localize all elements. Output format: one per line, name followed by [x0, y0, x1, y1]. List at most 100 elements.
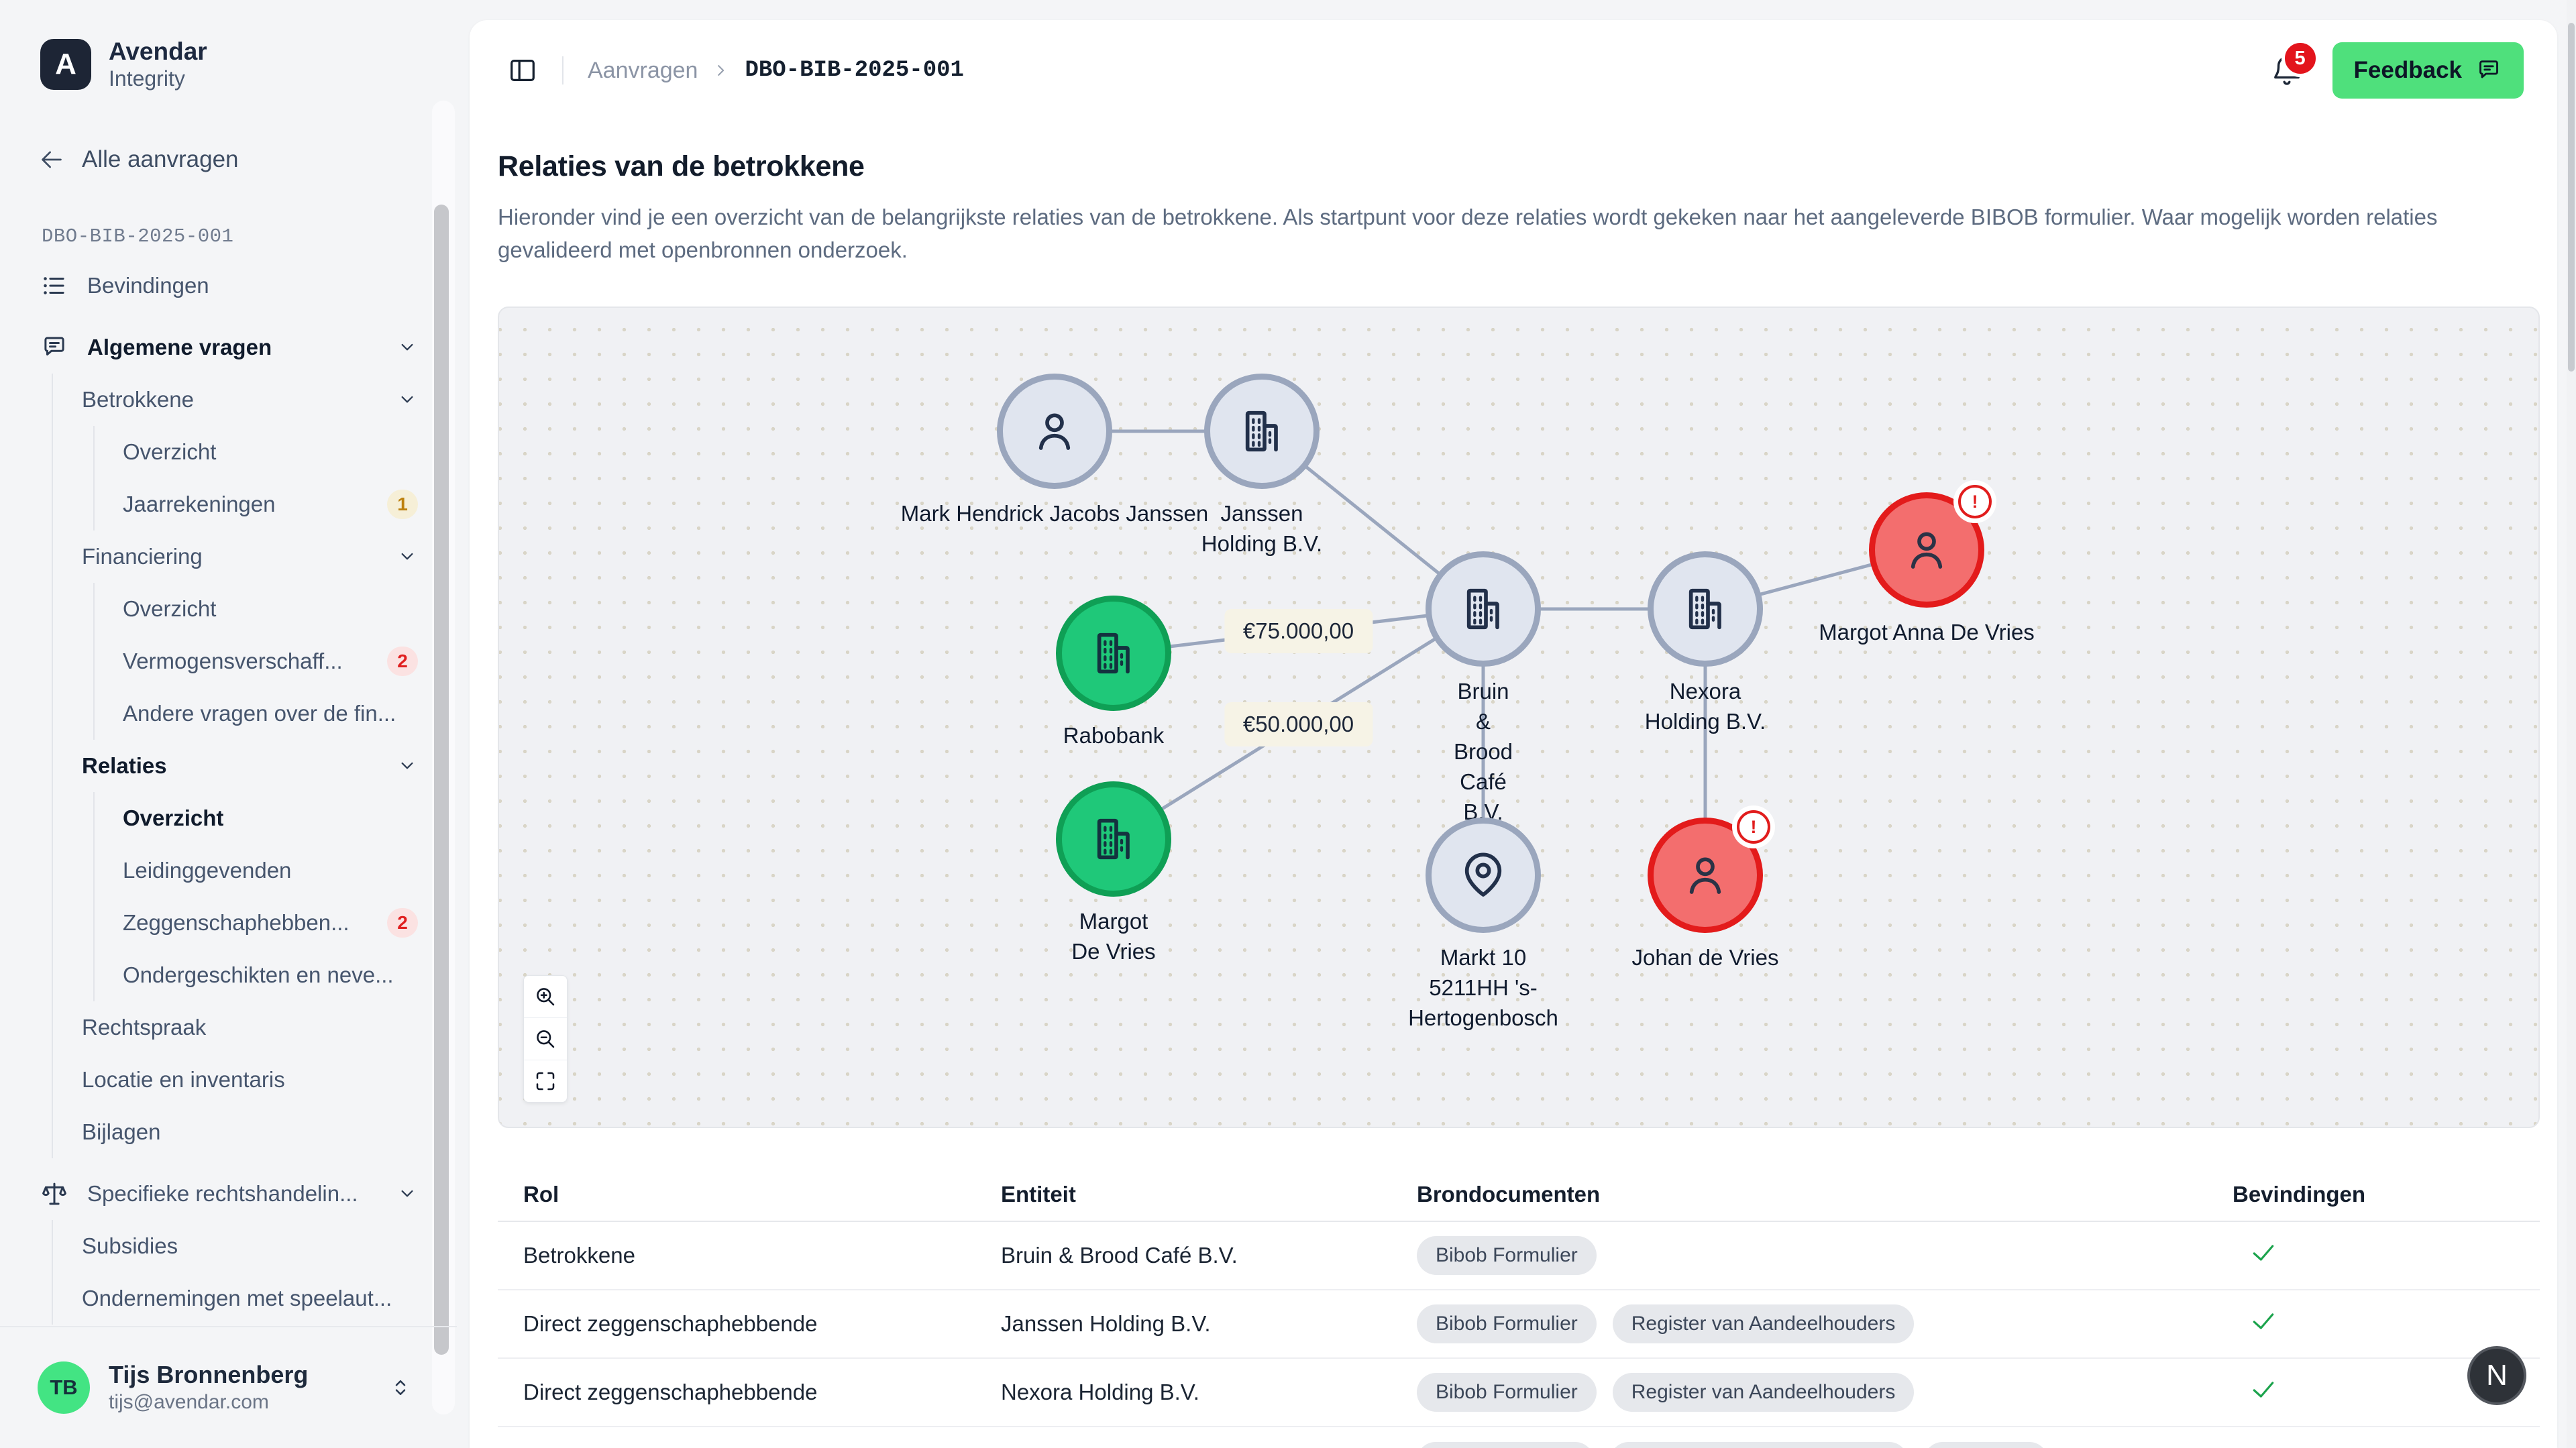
sidebar-item-label: Algemene vragen: [87, 335, 272, 359]
message-icon: [40, 333, 68, 361]
cell-bevindingen: [2233, 1238, 2540, 1273]
sidebar-item-label: Leidinggevenden: [123, 858, 292, 883]
graph-node-nexora[interactable]: [1648, 551, 1763, 667]
sidebar-item-rechtspraak[interactable]: Rechtspraak: [0, 1001, 457, 1054]
sidebar-item-label: Vermogensverschaff...: [123, 649, 343, 673]
chevrons-up-down-icon: [388, 1376, 413, 1400]
exclamation-icon: !: [1737, 810, 1770, 844]
sidebar-item-label: Rechtspraak: [82, 1015, 207, 1040]
sidebar-scrollbar-track: [432, 101, 455, 1414]
breadcrumb-link-aanvragen[interactable]: Aanvragen: [588, 57, 698, 83]
sidebar-item-label: Andere vragen over de fin...: [123, 701, 396, 726]
sidebar-item-overzicht[interactable]: Overzicht: [0, 426, 457, 478]
sidebar-item-financiering[interactable]: Financiering: [0, 531, 457, 583]
notification-count-badge: 5: [2281, 40, 2319, 77]
check-icon: [2249, 1306, 2278, 1336]
warning-badge: !: [1732, 805, 1775, 848]
exclamation-icon: !: [1958, 485, 1992, 518]
cell-brondocumenten: Bibob Formulier: [1417, 1236, 2233, 1275]
feedback-label: Feedback: [2353, 57, 2462, 83]
sidebar-item-label: Ondernemingen met speelaut...: [82, 1286, 392, 1311]
brand-product: Integrity: [109, 66, 185, 91]
company-icon: [1087, 812, 1140, 866]
sidebar-item-label: Financiering: [82, 544, 203, 569]
user-menu[interactable]: TB Tijs Bronnenberg tijs@avendar.com: [0, 1326, 457, 1448]
graph-node-janssen[interactable]: [1204, 374, 1320, 489]
graph-node-label: Bruin & Brood Café B.V.: [1453, 679, 1513, 824]
chevdown-icon: [396, 1183, 418, 1205]
sidebar-item-ondernemingen-met-speelaut[interactable]: Ondernemingen met speelaut...: [0, 1272, 457, 1325]
sidebar-item-label: Ondergeschikten en neve...: [123, 962, 394, 987]
person-icon: [1028, 404, 1081, 458]
breadcrumb: Aanvragen DBO-BIB-2025-001: [588, 58, 964, 84]
graph-node-rabobank[interactable]: [1056, 596, 1171, 711]
notifications-button[interactable]: 5: [2271, 40, 2319, 87]
page-scrollbar-thumb[interactable]: [2568, 23, 2575, 372]
location-icon: [1456, 848, 1510, 902]
document-pill: [1924, 1442, 2048, 1448]
arrow-left-icon: [39, 147, 64, 172]
graph-node-bruin[interactable]: [1426, 551, 1541, 667]
sidebar-item-specifieke-rechtshandelin[interactable]: Specifieke rechtshandelin...: [0, 1168, 457, 1220]
list-icon: [40, 272, 68, 300]
sidebar-item-label: Bijlagen: [82, 1119, 161, 1144]
company-icon: [1235, 404, 1289, 458]
chevdown-icon: [396, 337, 418, 358]
graph-node-mark[interactable]: [997, 374, 1112, 489]
sidebar-toggle-icon[interactable]: [507, 55, 538, 86]
sidebar-item-zeggenschaphebben[interactable]: Zeggenschaphebben...2: [0, 897, 457, 949]
sidebar-item-vermogensverschaff[interactable]: Vermogensverschaff... 2: [0, 635, 457, 687]
page-title: Relaties van de betrokkene: [498, 150, 865, 182]
page-description: Hieronder vind je een overzicht van de b…: [498, 205, 2438, 262]
sidebar-item-label: Relaties: [82, 753, 167, 778]
graph-node-markt[interactable]: [1426, 818, 1541, 933]
document-pill: Register van Aandeelhouders: [1612, 1304, 1915, 1343]
sidebar-item-label: Overzicht: [123, 439, 217, 464]
feedback-message-icon: [2475, 57, 2502, 84]
sidebar-item-bevindingen[interactable]: Bevindingen: [0, 260, 457, 312]
graph-node-label: Johan de Vries: [1631, 945, 1779, 970]
person-icon: [1678, 848, 1732, 902]
sidebar-item-betrokkene[interactable]: Betrokkene: [0, 374, 457, 426]
sidebar-item-leidinggevenden[interactable]: Leidinggevenden: [0, 844, 457, 897]
sidebar-item-bijlagen[interactable]: Bijlagen: [0, 1106, 457, 1158]
sidebar-item-relaties[interactable]: Relaties: [0, 740, 457, 792]
sidebar-item-label: Overzicht: [123, 805, 224, 830]
card-header: Aanvragen DBO-BIB-2025-001 5 Feedback: [470, 20, 2557, 121]
cell-rol: Betrokkene: [523, 1243, 635, 1268]
edge-amount-label: €50.000,00: [1224, 702, 1373, 746]
graph-node-margot-de-vries[interactable]: [1056, 781, 1171, 897]
sidebar-item-algemene-vragen[interactable]: Algemene vragen: [0, 321, 457, 374]
fit-view-button[interactable]: [524, 1060, 567, 1102]
check-icon: [2249, 1375, 2278, 1404]
page-scrollbar-track: [2567, 0, 2576, 1448]
zoom-out-button[interactable]: [524, 1017, 567, 1060]
sidebar-item-locatie-en-inventaris[interactable]: Locatie en inventaris: [0, 1054, 457, 1106]
zoom-out-icon: [533, 1027, 557, 1051]
sidebar-item-ondergeschikten-en-neve[interactable]: Ondergeschikten en neve...: [0, 949, 457, 1001]
chevdown-icon: [396, 546, 418, 567]
findings-count-badge: 2: [387, 647, 418, 676]
sidebar-item-label: Bevindingen: [87, 273, 209, 298]
sidebar-item-overzicht[interactable]: Overzicht: [0, 792, 457, 844]
main-card: Aanvragen DBO-BIB-2025-001 5 Feedback Re…: [470, 20, 2557, 1448]
person-icon: [1900, 523, 1953, 577]
chevdown-icon: [396, 755, 418, 777]
cell-bevindingen: [2233, 1375, 2540, 1410]
zoom-in-button[interactable]: [524, 976, 567, 1017]
scale-icon: [40, 1180, 68, 1208]
dev-n-button[interactable]: N: [2467, 1346, 2526, 1405]
sidebar-item-overzicht[interactable]: Overzicht: [0, 583, 457, 635]
sidebar-item-label: Locatie en inventaris: [82, 1067, 285, 1092]
sidebar-item-andere-vragen-over-de-fin[interactable]: Andere vragen over de fin...: [0, 687, 457, 740]
sidebar-scrollbar-thumb[interactable]: [434, 205, 449, 1355]
sidebar-item-subsidies[interactable]: Subsidies: [0, 1220, 457, 1272]
graph-node-label: Nexora Holding B.V.: [1644, 679, 1766, 734]
feedback-button[interactable]: Feedback: [2332, 42, 2524, 99]
document-pill: Bibob Formulier: [1417, 1236, 1597, 1275]
back-to-all-requests[interactable]: Alle aanvragen: [39, 145, 457, 174]
